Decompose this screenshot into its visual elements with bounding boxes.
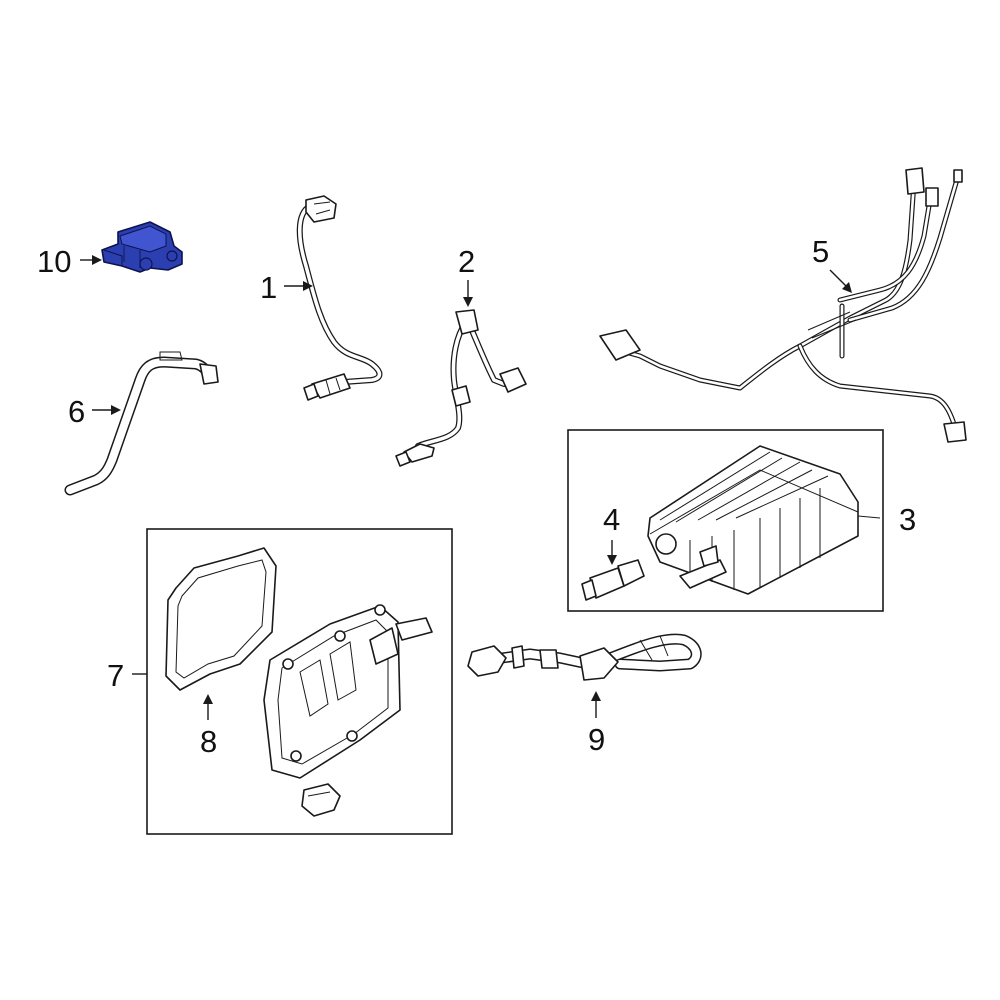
leader-line-5: [829, 269, 847, 287]
callout-7-label: 7: [107, 658, 124, 693]
callout-5: 5: [812, 234, 852, 293]
callout-5-label: 5: [812, 234, 829, 269]
callout-3: 3: [899, 502, 916, 537]
callout-2-label: 2: [458, 244, 475, 279]
part-4-valve[interactable]: [581, 559, 645, 601]
part-9-vapor-hose[interactable]: [467, 633, 702, 681]
callout-6: 6: [68, 394, 121, 429]
part-2-oxygen-sensor[interactable]: [395, 309, 527, 467]
callout-6-label: 6: [68, 394, 85, 429]
callout-2: 2: [458, 244, 475, 307]
arrow-8: [203, 694, 213, 704]
part-1-oxygen-sensor[interactable]: [296, 195, 383, 401]
callout-3-label: 3: [899, 502, 916, 537]
arrow-6: [111, 405, 121, 415]
callout-8: 8: [200, 694, 217, 759]
callout-10-label: 10: [37, 244, 71, 279]
callout-1-label: 1: [260, 270, 277, 305]
arrow-10: [92, 255, 102, 265]
callout-4: 4: [603, 502, 620, 565]
callout-4-label: 4: [603, 502, 620, 537]
arrow-4: [607, 555, 617, 565]
callout-10: 10: [37, 244, 102, 279]
callout-8-label: 8: [200, 724, 217, 759]
callout-1: 1: [260, 270, 313, 305]
canister-group-box: [567, 429, 884, 612]
arrow-2: [463, 297, 473, 307]
part-6-vapor-hose[interactable]: [64, 351, 219, 496]
callout-9: 9: [588, 691, 605, 757]
part-8-cover-gasket[interactable]: [165, 547, 277, 691]
arrow-9: [591, 691, 601, 701]
part-5-vapor-lines[interactable]: [599, 167, 967, 443]
arrow-5: [842, 282, 852, 293]
arrow-1: [303, 281, 313, 291]
callout-7: 7: [107, 658, 147, 693]
part-10-sensor-highlighted[interactable]: [101, 221, 183, 273]
callout-9-label: 9: [588, 722, 605, 757]
part-3-vapor-canister[interactable]: [647, 445, 881, 595]
part-7-module-housing[interactable]: [263, 604, 433, 817]
module-group-box: [146, 528, 453, 835]
